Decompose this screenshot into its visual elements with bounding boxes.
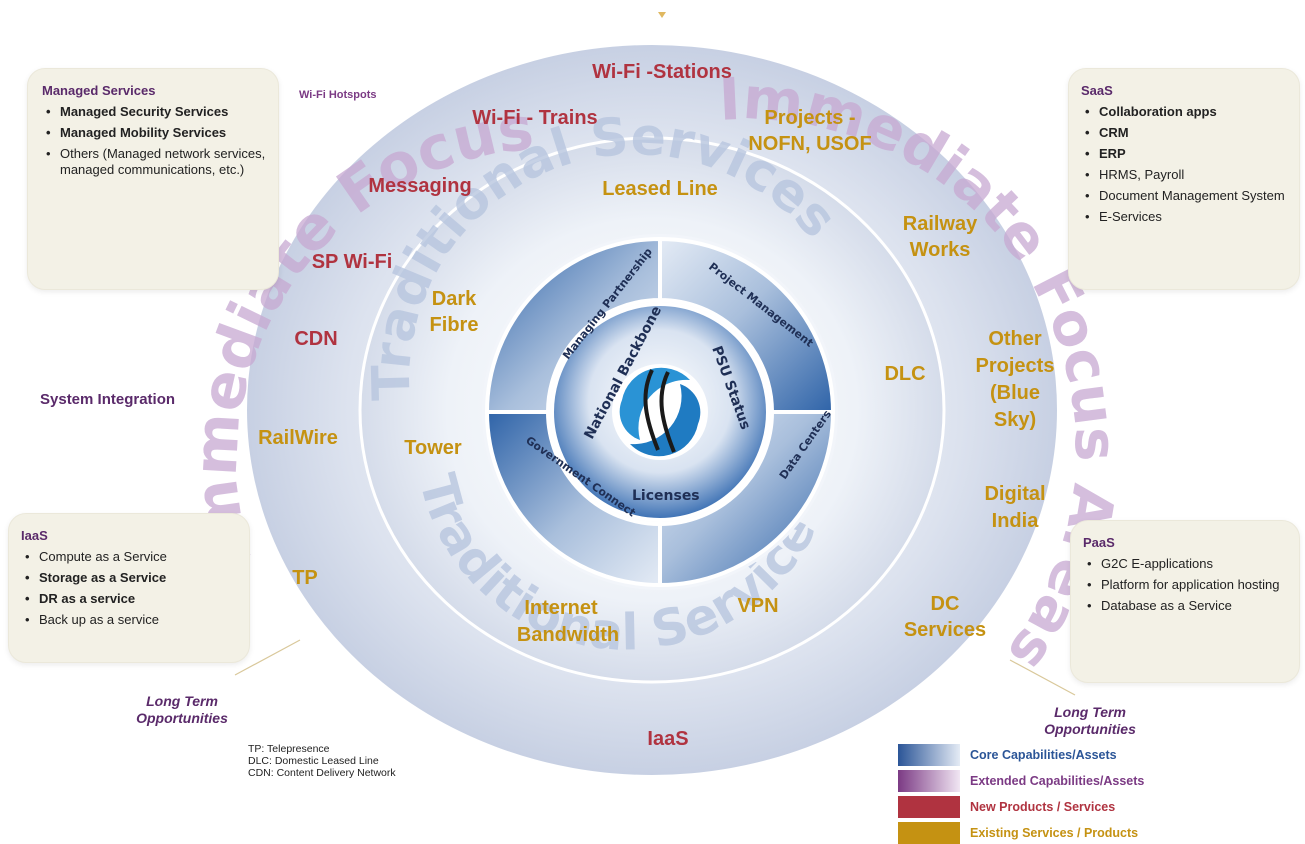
abbreviation-item: TP: Telepresence	[248, 743, 330, 755]
paas-box: PaaS G2C E-applications Platform for app…	[1070, 520, 1300, 683]
connector-line-right	[1009, 659, 1076, 696]
long-term-right-l2: Opportunities	[1044, 721, 1136, 737]
list-item: CRM	[1081, 125, 1291, 141]
label-projects-l2: NOFN, USOF	[748, 133, 871, 155]
label-leased-line: Leased Line	[602, 178, 718, 200]
saas-list: Collaboration apps CRM ERP HRMS, Payroll…	[1081, 104, 1291, 225]
paas-title: PaaS	[1083, 535, 1115, 550]
legend-swatch-existing	[898, 822, 960, 844]
legend-row: New Products / Services	[898, 796, 1298, 818]
list-item: Managed Security Services	[42, 104, 268, 120]
label-other-l4: Sky)	[994, 409, 1036, 431]
legend-label: New Products / Services	[970, 800, 1116, 814]
connector-line-left	[234, 639, 301, 676]
list-item: Storage as a Service	[21, 570, 241, 586]
saas-box: SaaS Collaboration apps CRM ERP HRMS, Pa…	[1068, 68, 1300, 290]
label-digital-l1: Digital	[984, 483, 1045, 505]
label-system-integration: System Integration	[40, 391, 175, 408]
label-tower: Tower	[404, 437, 462, 459]
list-item: Platform for application hosting	[1083, 577, 1291, 593]
label-railwire: RailWire	[258, 427, 338, 449]
segment-data-centers	[658, 410, 836, 588]
list-item: HRMS, Payroll	[1081, 167, 1291, 183]
label-iaas-ring: IaaS	[647, 728, 688, 750]
abbreviation-item: CDN: Content Delivery Network	[248, 767, 396, 779]
logo-icon	[619, 367, 701, 457]
segment-managing-partnership	[484, 236, 662, 414]
managed-services-title: Managed Services	[42, 83, 156, 98]
list-item: G2C E-applications	[1083, 556, 1291, 572]
legend-label: Extended Capabilities/Assets	[970, 774, 1145, 788]
label-other-l1: Other	[988, 328, 1042, 350]
legend-row: Extended Capabilities/Assets	[898, 770, 1298, 792]
label-wifi-stations: Wi-Fi -Stations	[592, 61, 732, 83]
segment-government-connect	[484, 410, 662, 588]
list-item: Compute as a Service	[21, 549, 241, 565]
label-other-l3: (Blue	[990, 382, 1040, 404]
label-internet-l2: Bandwidth	[517, 624, 619, 646]
list-item: E-Services	[1081, 209, 1291, 225]
list-item: Collaboration apps	[1081, 104, 1291, 120]
legend-swatch-core	[898, 744, 960, 766]
segment-project-management	[658, 236, 836, 414]
legend-row: Existing Services / Products	[898, 822, 1298, 844]
abbreviation-item: DLC: Domestic Leased Line	[248, 755, 379, 767]
label-dc-l1: DC	[931, 593, 960, 615]
label-dlc: DLC	[884, 363, 925, 385]
list-item: ERP	[1081, 146, 1291, 162]
list-item: Others (Managed network services, manage…	[42, 146, 268, 178]
label-projects-l1: Projects -	[764, 107, 855, 129]
label-dark-l2: Fibre	[430, 314, 479, 336]
list-item: DR as a service	[21, 591, 241, 607]
long-term-left-l2: Opportunities	[136, 710, 228, 726]
list-item: Managed Mobility Services	[42, 125, 268, 141]
label-wifi-hotspots: Wi-Fi Hotspots	[299, 89, 377, 101]
label-railway-l2: Works	[910, 239, 971, 261]
abbreviations: TP: Telepresence DLC: Domestic Leased Li…	[248, 743, 396, 779]
legend-label: Core Capabilities/Assets	[970, 748, 1117, 762]
label-railway-l1: Railway	[903, 213, 978, 235]
long-term-left: Long Term Opportunities	[112, 693, 252, 727]
label-cdn: CDN	[294, 328, 337, 350]
list-item: Back up as a service	[21, 612, 241, 628]
label-digital-l2: India	[992, 510, 1040, 532]
legend-label: Existing Services / Products	[970, 826, 1139, 840]
label-dark-l1: Dark	[432, 288, 477, 310]
long-term-left-l1: Long Term	[146, 693, 218, 709]
top-marker-icon	[658, 12, 666, 18]
iaas-list: Compute as a Service Storage as a Servic…	[21, 549, 241, 628]
segment-label-licenses: Licenses	[632, 488, 700, 504]
core-wheel	[482, 234, 838, 590]
managed-services-list: Managed Security Services Managed Mobili…	[42, 104, 268, 178]
paas-list: G2C E-applications Platform for applicat…	[1083, 556, 1291, 614]
label-wifi-trains: Wi-Fi - Trains	[472, 107, 597, 129]
legend-swatch-extended	[898, 770, 960, 792]
list-item: Document Management System	[1081, 188, 1291, 204]
iaas-box: IaaS Compute as a Service Storage as a S…	[8, 513, 250, 663]
saas-title: SaaS	[1081, 83, 1113, 98]
label-tp: TP	[292, 567, 318, 589]
long-term-right: Long Term Opportunities	[1020, 704, 1160, 738]
label-vpn: VPN	[737, 595, 778, 617]
legend-swatch-new	[898, 796, 960, 818]
label-other-l2: Projects	[976, 355, 1055, 377]
iaas-title: IaaS	[21, 528, 48, 543]
label-messaging: Messaging	[368, 175, 471, 197]
managed-services-box: Managed Services Managed Security Servic…	[27, 68, 279, 290]
label-sp-wifi: SP Wi-Fi	[312, 251, 393, 273]
label-internet-l1: Internet	[524, 597, 598, 619]
label-dc-l2: Services	[904, 619, 986, 641]
long-term-right-l1: Long Term	[1054, 704, 1126, 720]
legend-row: Core Capabilities/Assets	[898, 744, 1298, 766]
list-item: Database as a Service	[1083, 598, 1291, 614]
